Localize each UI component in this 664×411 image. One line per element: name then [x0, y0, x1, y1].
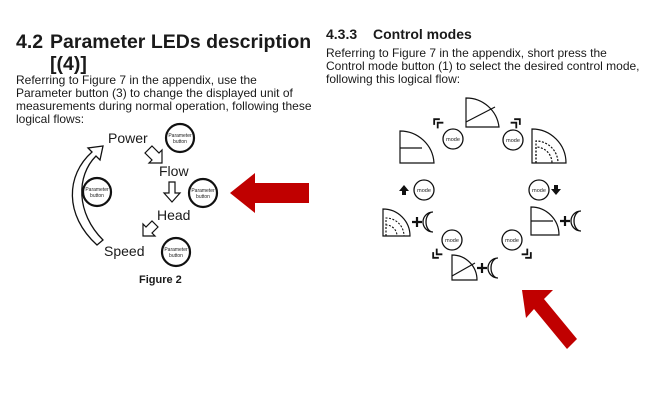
svg-text:mode: mode	[446, 137, 460, 143]
head-label: Head	[157, 207, 190, 223]
speed-label: Speed	[104, 243, 144, 259]
constant-curve-night-icon	[451, 254, 499, 281]
mode-button-left[interactable]: mode	[413, 179, 435, 201]
arrow-head-to-speed	[142, 220, 159, 237]
svg-text:button: button	[169, 253, 183, 259]
constant-pressure-icon	[465, 97, 500, 128]
arrow-speed-to-power	[71, 145, 104, 246]
down-arrow-icon	[551, 185, 561, 195]
double-arrow-icon	[430, 115, 445, 130]
double-arrow-icon	[520, 247, 535, 262]
red-arrow-left	[230, 173, 309, 213]
svg-text:Parameter: Parameter	[85, 187, 109, 193]
section-number: 4.2	[16, 31, 44, 53]
flow-label: Flow	[159, 163, 189, 179]
mode-button-bottom-right[interactable]: mode	[501, 229, 523, 251]
svg-text:mode: mode	[417, 188, 431, 194]
svg-text:mode: mode	[445, 238, 459, 244]
arrow-power-to-flow	[144, 145, 163, 164]
section-title-ref: [(4)]	[50, 53, 87, 75]
parameter-button-power[interactable]: Parameter button	[164, 122, 196, 154]
svg-text:button: button	[196, 194, 210, 200]
mode-button-right[interactable]: mode	[528, 179, 550, 201]
section-heading-4-2: 4.2 Parameter LEDs description [(4)]	[16, 31, 311, 75]
double-arrow-icon	[509, 115, 524, 130]
section-number: 4.3.3	[326, 26, 358, 42]
svg-text:Parameter: Parameter	[168, 133, 192, 139]
figure-caption: Figure 2	[139, 274, 182, 286]
section-heading-4-3-3: 4.3.3 Control modes	[326, 26, 472, 42]
red-arrow-up-left	[522, 290, 577, 349]
constant-pressure-night-icon	[530, 206, 582, 236]
svg-text:mode: mode	[505, 238, 519, 244]
up-arrow-icon	[399, 185, 409, 195]
svg-text:button: button	[173, 139, 187, 145]
section-title: Parameter LEDs description	[50, 31, 312, 53]
parameter-button-flow[interactable]: Parameter button	[187, 177, 219, 209]
svg-text:Parameter: Parameter	[191, 188, 215, 194]
mode-button-top-right[interactable]: mode	[502, 129, 524, 151]
parameter-paragraph: Referring to Figure 7 in the appendix, u…	[16, 73, 312, 126]
section-title: Control modes	[373, 26, 472, 42]
double-arrow-icon	[429, 247, 444, 262]
control-modes-diagram: mode mode mode mode mode mode	[382, 97, 582, 281]
svg-text:Parameter: Parameter	[164, 247, 188, 253]
control-paragraph: Referring to Figure 7 in the appendix, s…	[326, 46, 640, 86]
svg-text:button: button	[90, 193, 104, 199]
proportional-night-icon	[382, 208, 434, 237]
svg-text:mode: mode	[532, 188, 546, 194]
svg-text:mode: mode	[506, 138, 520, 144]
arrow-flow-to-head	[162, 181, 182, 203]
parameter-button-speed-cycle[interactable]: Parameter button	[81, 176, 113, 208]
mode-button-bottom-left[interactable]: mode	[441, 229, 463, 251]
mode-button-top-left[interactable]: mode	[442, 128, 464, 150]
constant-curve-icon	[531, 128, 567, 164]
power-label: Power	[108, 130, 148, 146]
proportional-pressure-icon	[399, 130, 435, 164]
parameter-button-head[interactable]: Parameter button	[160, 236, 192, 268]
parameter-flow-diagram: Power Flow Head Speed Parameter button P…	[71, 122, 219, 286]
